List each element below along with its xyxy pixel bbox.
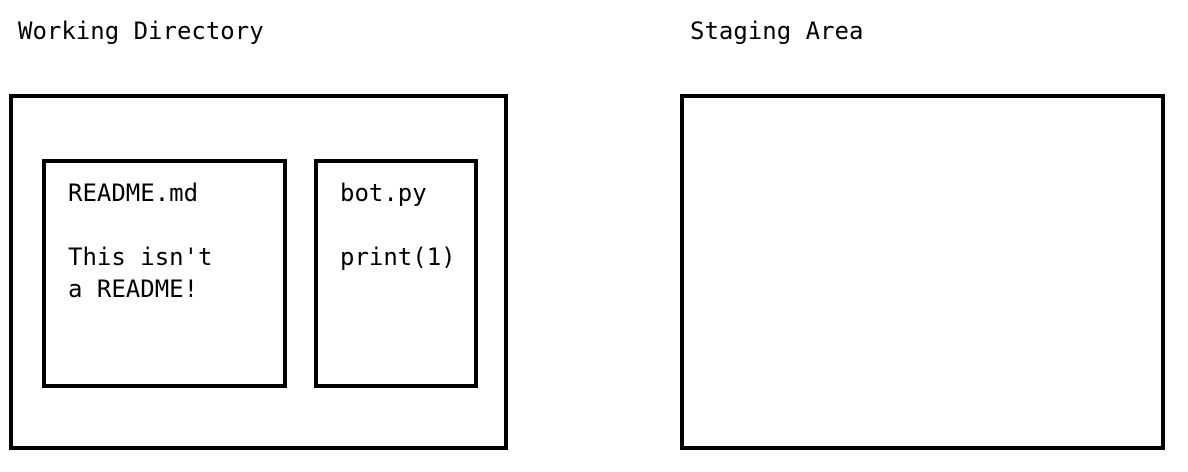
working-directory-box: README.md This isn't a README! bot.py pr… (9, 94, 508, 450)
file-content: This isn't a README! (68, 243, 213, 303)
staging-area-label: Staging Area (690, 17, 864, 45)
file-content: print(1) (340, 243, 456, 271)
file-card-bot: bot.py print(1) (314, 159, 478, 388)
file-name: bot.py (340, 179, 427, 207)
staging-area-box (680, 94, 1165, 450)
working-directory-label: Working Directory (18, 17, 264, 45)
file-card-readme: README.md This isn't a README! (42, 159, 287, 388)
file-name: README.md (68, 179, 199, 207)
